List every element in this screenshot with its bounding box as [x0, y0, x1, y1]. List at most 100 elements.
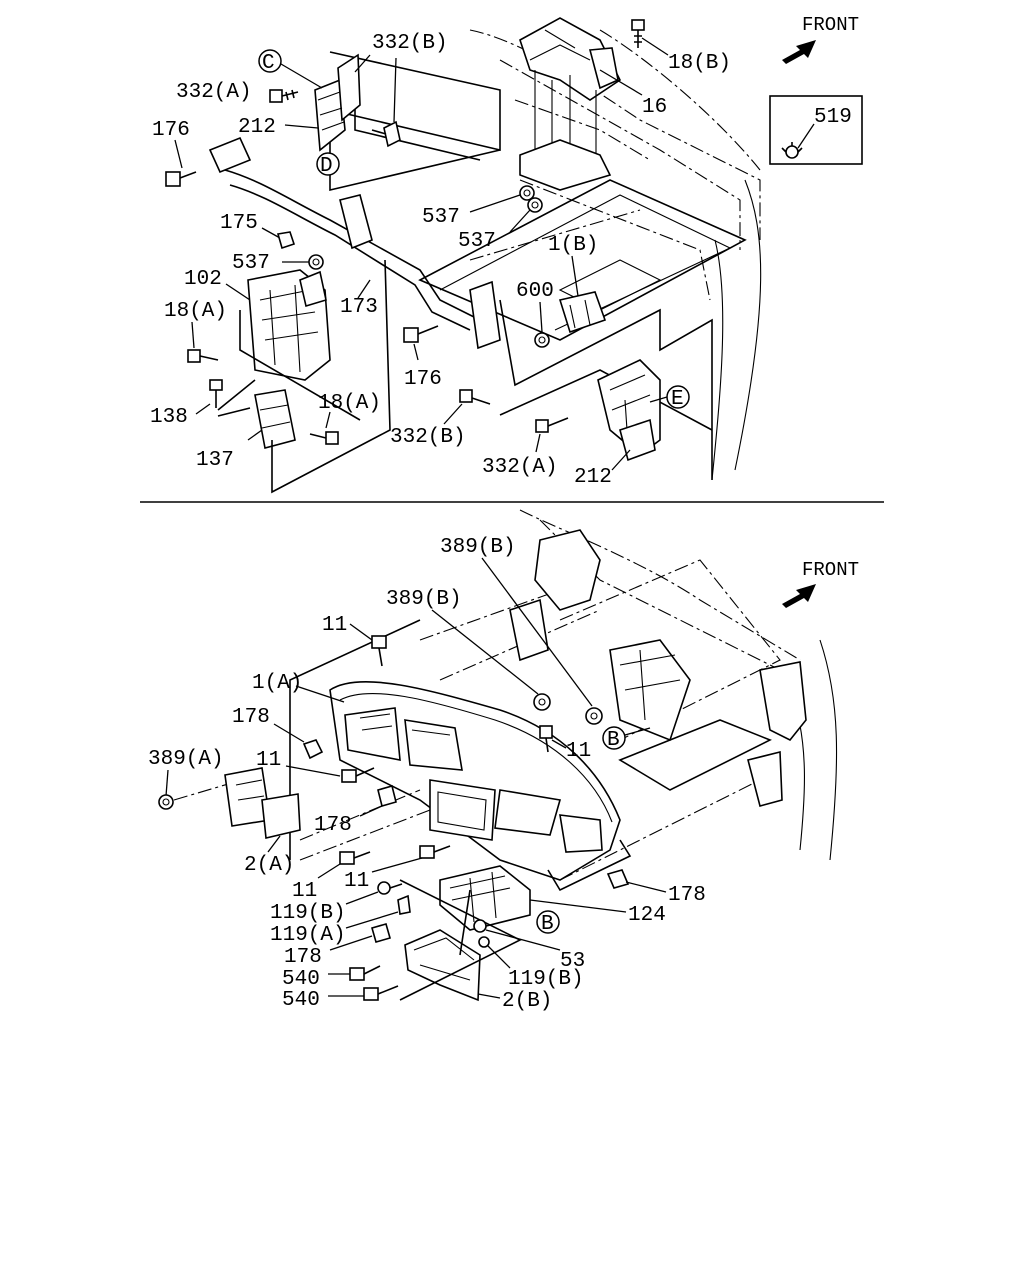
leader-600 [539, 301, 543, 333]
leader-138 [195, 403, 211, 415]
bolt-176-left-icon [165, 171, 197, 187]
bolt-18b-icon [631, 19, 645, 48]
leader-178-b [359, 805, 383, 817]
body-brackets-upper [509, 529, 807, 807]
frame-line-right [499, 299, 713, 480]
bracket-137 [254, 389, 296, 449]
bolt-11-mid-icon [341, 767, 375, 783]
ref-circle-b-b [536, 910, 560, 934]
nut-600-icon [534, 332, 550, 348]
callout-119b-a: 119(B) [270, 902, 346, 925]
leader-389b-a [481, 557, 593, 707]
bolt-138-icon [209, 379, 223, 408]
leader-212-bottom [611, 449, 631, 471]
screw-119b-a-icon [377, 881, 403, 895]
callout-537-a: 537 [422, 206, 460, 229]
leader-124 [529, 899, 627, 913]
callout-11-mid: 11 [256, 749, 281, 772]
callout-178-a: 178 [232, 706, 270, 729]
leader-332b-top [354, 54, 371, 73]
clip-519-icon [781, 142, 803, 159]
callout-124: 124 [628, 904, 666, 927]
leader-137 [247, 429, 263, 441]
leader-2b [477, 993, 501, 999]
bottom-body-outline [419, 509, 838, 881]
callout-212-top: 212 [238, 116, 276, 139]
screw-119a-icon [397, 894, 411, 915]
bolt-18a-mid-icon [309, 431, 339, 445]
leader-18b [641, 37, 669, 56]
leader-178-a [273, 723, 305, 743]
bolt-11-right-icon [539, 725, 553, 753]
nut-389a-icon [158, 794, 174, 810]
callout-2a: 2(A) [244, 854, 294, 877]
leader-ref-b-a [624, 727, 651, 736]
callout-1b: 1(B) [548, 234, 598, 257]
leader-11-top [349, 623, 373, 641]
leader-18a-left [191, 321, 195, 349]
callout-11-top: 11 [322, 614, 347, 637]
ref-b-b-label: B [541, 913, 554, 936]
frame-line-lower-bracket-b [459, 889, 471, 956]
bottom-section: FRONT [148, 509, 859, 1013]
callout-540-a: 540 [282, 968, 320, 991]
nut-537-upper-icon [519, 185, 543, 213]
frame-line-lower-bracket [399, 879, 522, 1001]
callout-53: 53 [560, 950, 585, 973]
leader-389a [165, 769, 169, 797]
dashline-2a-b [299, 809, 431, 861]
bolt-18a-left-icon [187, 349, 219, 363]
callout-389a: 389(A) [148, 748, 224, 771]
bottom-front-label: FRONT [802, 559, 859, 581]
callout-2b: 2(B) [502, 990, 552, 1013]
leader-119b-a [345, 891, 379, 905]
leader-102 [225, 283, 251, 301]
screw-119b-b-icon [478, 936, 490, 948]
dashline-2a [299, 789, 421, 841]
ref-c-label: C [262, 52, 275, 75]
callout-138: 138 [150, 406, 188, 429]
callout-332a-bottom: 332(A) [482, 456, 558, 479]
leader-519 [797, 123, 815, 149]
leader-176-mid [413, 343, 419, 361]
leader-176-left [174, 139, 183, 169]
leader-11-right [551, 739, 567, 749]
ref-d-label: D [320, 155, 333, 178]
leader-11-low-a [317, 863, 341, 879]
leader-119a [345, 911, 399, 929]
bracket-212-lower [597, 359, 661, 462]
inset-519-box [769, 95, 863, 165]
leader-ref-e [649, 396, 668, 403]
bolt-176-mid-icon [403, 325, 439, 343]
top-front-label: FRONT [802, 14, 859, 36]
callout-18a-left: 18(A) [164, 300, 227, 323]
frame-line-right-lower [499, 369, 713, 431]
callout-175: 175 [220, 212, 258, 235]
bracket-frame-line [239, 310, 361, 421]
leader-537-a [469, 194, 521, 213]
column-bracket-102 [247, 269, 331, 381]
ref-b-a-label: B [607, 729, 620, 752]
nut-537-left-icon [308, 254, 324, 270]
callout-332a-top: 332(A) [176, 81, 252, 104]
leader-2a [267, 835, 281, 853]
bolt-540-b-icon [363, 985, 399, 1001]
callout-332b-bottom: 332(B) [390, 426, 466, 449]
bracket-2a [224, 767, 301, 839]
callout-519: 519 [814, 106, 852, 129]
bottom-front-arrow-icon [782, 584, 816, 608]
callout-119a: 119(A) [270, 924, 346, 947]
bolt-11-low-b-icon [419, 845, 451, 859]
callout-11-low-a: 11 [292, 880, 317, 903]
ref-circle-b-a [602, 726, 626, 750]
bolt-332b-bottom-icon [459, 389, 491, 405]
leader-53 [485, 929, 561, 951]
callout-389b-a: 389(B) [440, 536, 516, 559]
top-section: FRONT 519 [150, 14, 863, 494]
callout-332b-top: 332(B) [372, 32, 448, 55]
ref-e-label: E [671, 388, 684, 411]
leader-11-mid [285, 765, 341, 777]
callout-176-left: 176 [152, 119, 190, 142]
leader-1b [571, 255, 579, 297]
callout-600: 600 [516, 280, 554, 303]
